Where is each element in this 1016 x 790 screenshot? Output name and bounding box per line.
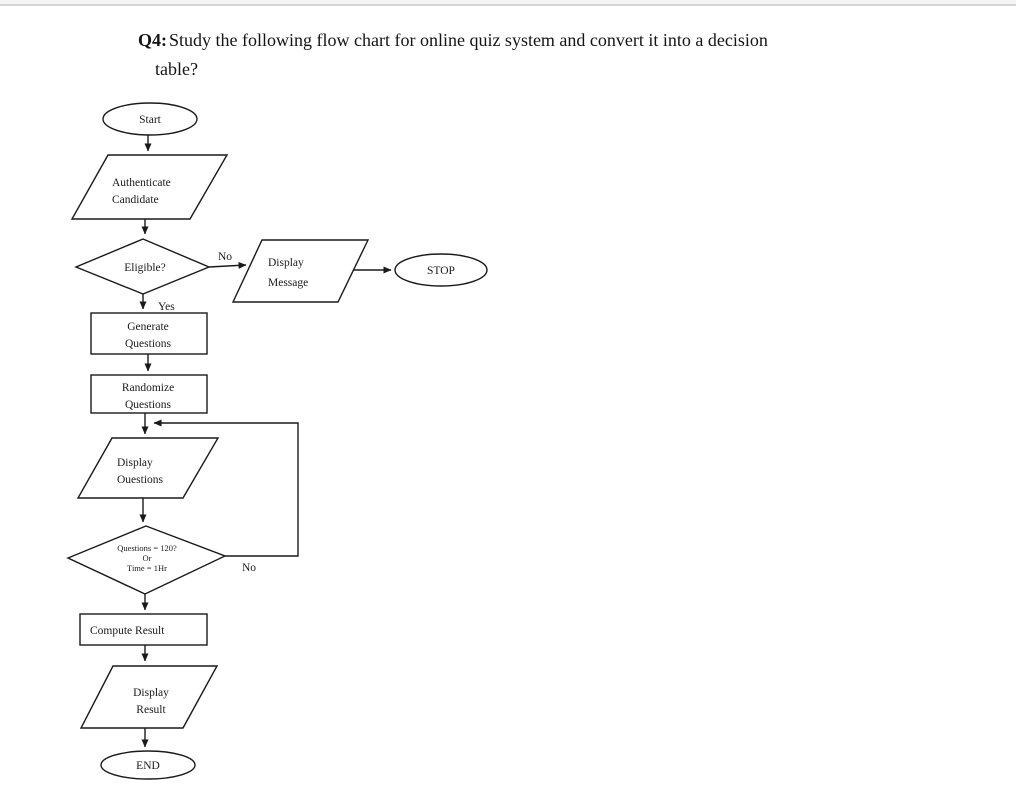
eligible-label: Eligible? [124, 262, 166, 274]
authenticate-candidate-label-line1: Authenticate [112, 177, 171, 189]
generate-questions-label-line1: Generate [127, 321, 169, 333]
display-result-label-line1: Display [133, 687, 169, 699]
quiz-complete-check-label-line2: Or [143, 553, 152, 563]
node-display-message: Display Message [231, 239, 370, 303]
node-generate-questions: Generate Questions [90, 312, 208, 355]
display-message-parallelogram-shape [231, 239, 370, 303]
authenticate-candidate-parallelogram-shape [70, 154, 229, 220]
end-label: END [136, 760, 160, 772]
node-authenticate-candidate: Authenticate Candidate [70, 154, 229, 220]
compute-result-rect-shape [79, 613, 208, 646]
display-questions-label-line2: Ouestions [117, 474, 164, 486]
edge-label-quiz-check-no: No [242, 562, 256, 574]
start-label: Start [139, 114, 162, 126]
display-message-label-line1: Display [268, 257, 304, 269]
loopback-line-quiz-check-no [153, 419, 299, 557]
randomize-questions-label-line2: Questions [125, 399, 172, 411]
display-questions-parallelogram-shape [76, 437, 220, 499]
authenticate-candidate-label-line2: Candidate [112, 194, 159, 206]
display-result-parallelogram-shape [79, 665, 219, 729]
stop-label: STOP [427, 265, 455, 277]
display-questions-label-line1: Display [117, 457, 153, 469]
display-result-label-line2: Result [136, 704, 166, 716]
start-terminator-shape [102, 102, 198, 136]
edge-label-eligible-yes: Yes [158, 301, 175, 313]
compute-result-label: Compute Result [90, 625, 165, 637]
node-end: END [100, 750, 196, 780]
node-display-questions: Display Ouestions [76, 437, 220, 499]
stop-terminator-shape [394, 253, 488, 287]
end-terminator-shape [100, 750, 196, 780]
question-number: Q4: [138, 30, 167, 50]
quiz-complete-check-label-line1: Questions = 120? [117, 543, 177, 553]
question-title-line1: Q4:Study the following flow chart for on… [138, 26, 968, 55]
question-title: Q4:Study the following flow chart for on… [138, 26, 968, 84]
node-display-result: Display Result [79, 665, 219, 729]
page-top-border [0, 0, 1016, 6]
node-compute-result: Compute Result [79, 613, 208, 646]
randomize-questions-rect-shape [90, 374, 208, 414]
node-stop: STOP [394, 253, 488, 287]
generate-questions-label-line2: Questions [125, 338, 172, 350]
question-text-line2: table? [155, 59, 198, 79]
edge-label-eligible-no: No [218, 251, 232, 263]
randomize-questions-label-line1: Randomize [122, 382, 174, 394]
arrow-eligible-no-to-display-message [208, 261, 247, 269]
display-message-label-line2: Message [268, 277, 308, 289]
node-quiz-complete-check: Questions = 120? Or Time = 1Hr [66, 525, 227, 595]
generate-questions-rect-shape [90, 312, 208, 355]
node-start: Start [102, 102, 198, 136]
node-eligible: Eligible? [74, 238, 211, 295]
node-randomize-questions: Randomize Questions [90, 374, 208, 414]
question-text-line1: Study the following flow chart for onlin… [169, 30, 768, 50]
quiz-complete-check-label-line3: Time = 1Hr [127, 563, 167, 573]
